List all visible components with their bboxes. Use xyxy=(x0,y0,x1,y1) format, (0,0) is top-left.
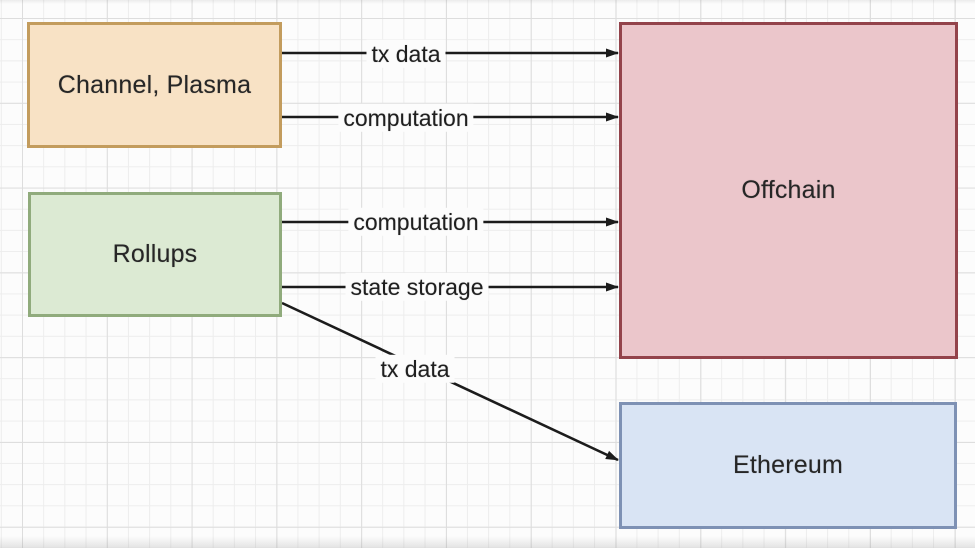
edge-label-computation-mid: computation xyxy=(348,207,484,237)
edge-label-state-storage: state storage xyxy=(345,272,489,302)
edge-label-computation-top: computation xyxy=(338,103,474,133)
node-rollups: Rollups xyxy=(28,192,282,317)
edge-label-txdata-bottom: tx data xyxy=(375,354,455,384)
node-ethereum: Ethereum xyxy=(619,402,957,529)
node-ethereum-label: Ethereum xyxy=(733,451,843,479)
node-channel-plasma: Channel, Plasma xyxy=(27,22,282,148)
node-channel-plasma-label: Channel, Plasma xyxy=(57,70,252,99)
node-offchain-label: Offchain xyxy=(741,176,836,204)
edge-label-txdata-top: tx data xyxy=(366,39,446,69)
node-offchain: Offchain xyxy=(619,22,958,359)
node-rollups-label: Rollups xyxy=(112,240,198,268)
